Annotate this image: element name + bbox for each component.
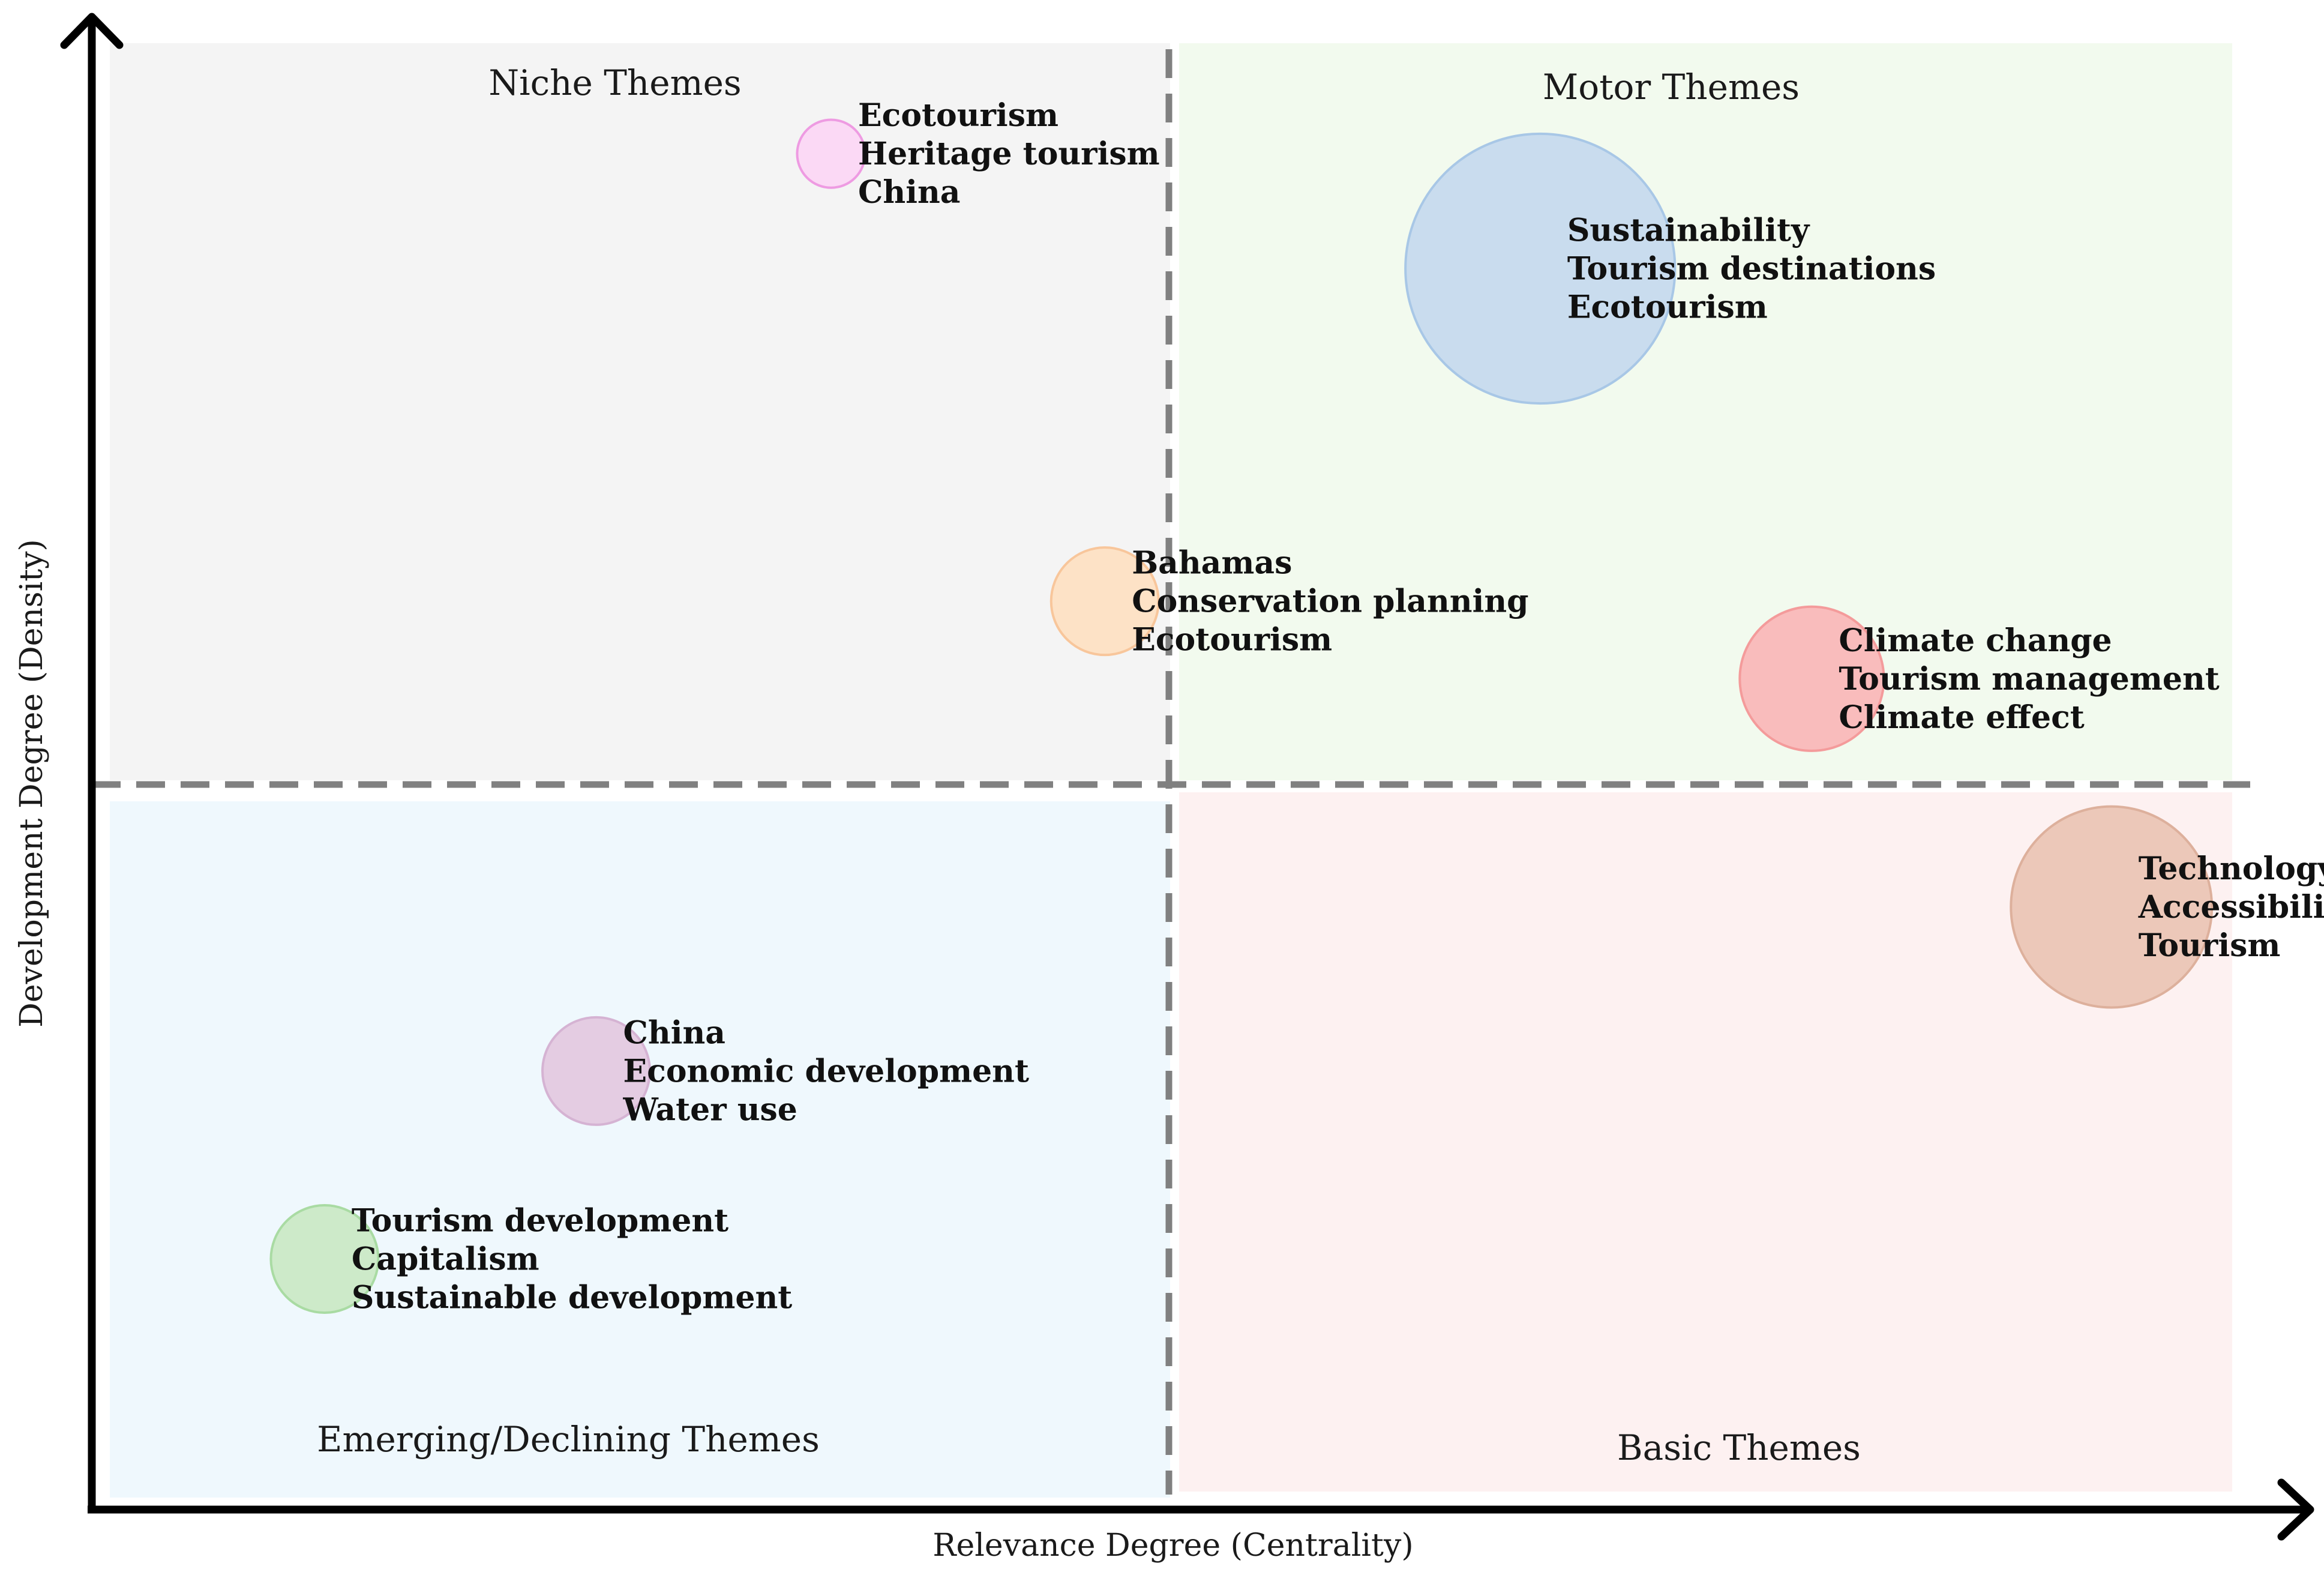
quadrant-label-motor: Motor Themes: [1543, 67, 1800, 107]
cluster-3-term-3: Ecotourism: [1132, 622, 1332, 658]
quadrant-label-emerging: Emerging/Declining Themes: [317, 1419, 820, 1460]
x-axis-arrow: [2277, 1478, 2314, 1541]
cluster-6-term-2: Economic development: [623, 1053, 1029, 1089]
quadrant-label-niche: Niche Themes: [488, 62, 741, 103]
cluster-3-term-1: Bahamas: [1132, 545, 1292, 582]
cluster-6-term-1: China: [623, 1014, 725, 1051]
cluster-bubble-7: [269, 1204, 380, 1315]
cluster-2-term-2: Tourism destinations: [1567, 250, 1936, 287]
cluster-bubble-2: [1404, 132, 1677, 405]
cluster-1-term-3: China: [858, 174, 960, 211]
y-axis-label: Development Degree (Density): [14, 539, 50, 1028]
cluster-1-term-1: Ecotourism: [858, 97, 1058, 134]
cluster-2-term-3: Ecotourism: [1567, 289, 1768, 325]
cluster-4-term-1: Climate change: [1839, 622, 2112, 659]
cluster-4-term-3: Climate effect: [1839, 699, 2084, 736]
quadrant-motor-bg: [1179, 43, 2232, 780]
quadrant-label-basic: Basic Themes: [1617, 1427, 1861, 1468]
y-axis-arrow: [60, 13, 124, 49]
cluster-bubble-4: [1738, 605, 1885, 752]
cluster-6-term-3: Water use: [623, 1091, 797, 1128]
cluster-2-term-1: Sustainability: [1567, 212, 1810, 248]
cluster-5-term-3: Tourism: [2139, 927, 2281, 964]
cluster-5-term-1: Technology: [2139, 851, 2324, 887]
cluster-7-term-1: Tourism development: [352, 1203, 728, 1239]
quadrant-emerging-bg: [110, 801, 1170, 1498]
cluster-bubble-5: [2010, 805, 2214, 1009]
cluster-bubble-6: [541, 1016, 652, 1126]
cluster-bubble-1: [796, 118, 866, 189]
cluster-bubble-3: [1049, 546, 1160, 657]
x-axis-label: Relevance Degree (Centrality): [932, 1528, 1413, 1564]
cluster-5-term-2: Accessibility: [2138, 889, 2324, 926]
cluster-3-term-2: Conservation planning: [1132, 583, 1528, 620]
cluster-4-term-2: Tourism management: [1839, 661, 2219, 697]
quadrant-niche-bg: [110, 43, 1170, 780]
cluster-1-term-2: Heritage tourism: [858, 136, 1160, 172]
cluster-7-term-3: Sustainable development: [352, 1280, 792, 1316]
cluster-7-term-2: Capitalism: [352, 1241, 539, 1278]
